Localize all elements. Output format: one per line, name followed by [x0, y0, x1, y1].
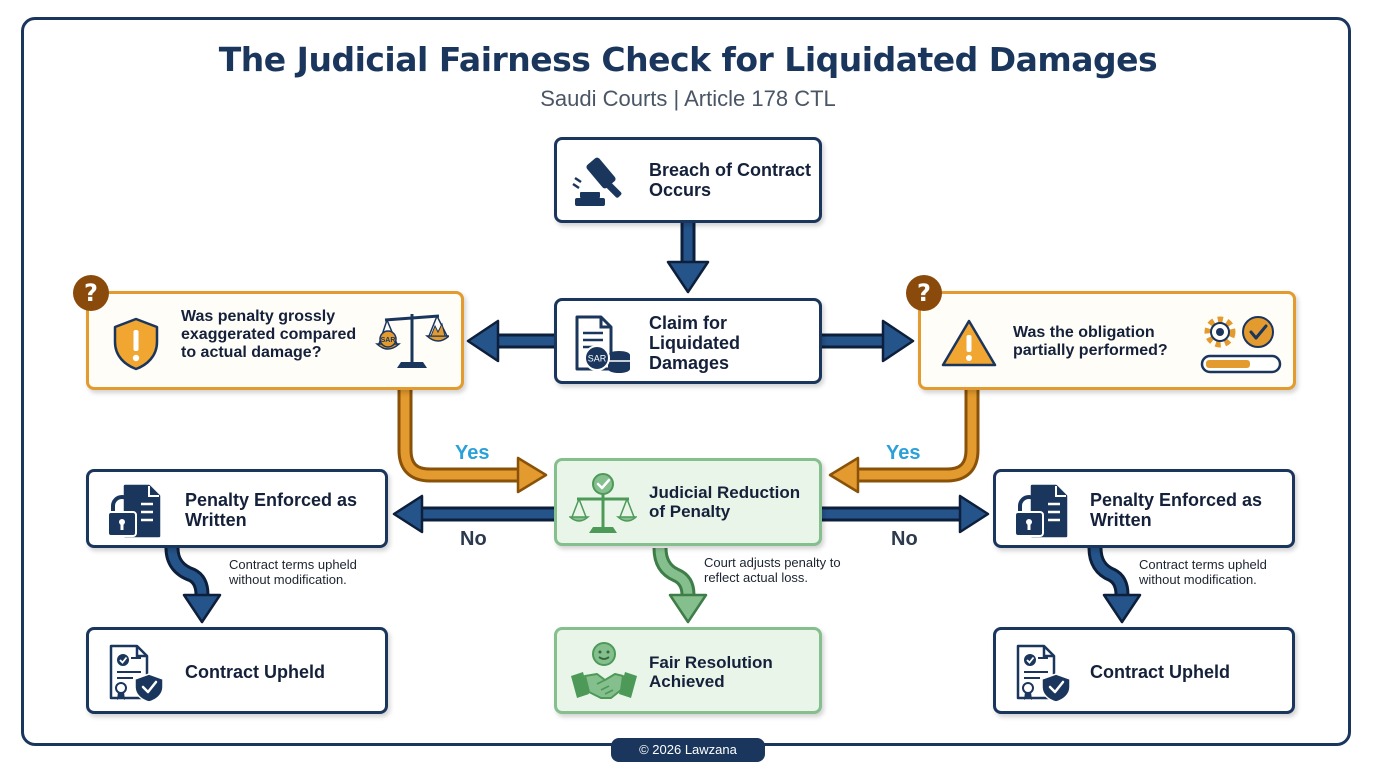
node-judicial-reduction: Judicial Reduction of Penalty: [554, 458, 822, 546]
certificate-shield-icon: [1016, 644, 1071, 703]
node-penalty-enforced-right: Penalty Enforced as Written: [993, 469, 1295, 548]
arrow-no-left: [392, 494, 555, 534]
note-upheld-right: Contract terms upheld without modificati…: [1139, 557, 1267, 588]
node-fair-resolution: Fair Resolution Achieved: [554, 627, 822, 714]
question-badge-left: ?: [73, 275, 109, 311]
node-claim: SAR Claim for Liquidated Damages: [554, 298, 822, 384]
node-contract-upheld-left: Contract Upheld: [86, 627, 388, 714]
arrow-reduction-to-fair: [652, 547, 708, 624]
arrow-enforced-to-upheld-left: [164, 547, 222, 624]
arrow-enforced-to-upheld-right: [1087, 547, 1142, 624]
node-contract-upheld-left-label: Contract Upheld: [185, 662, 326, 682]
warning-triangle-icon: [941, 319, 997, 367]
node-penalty-enforced-right-label: Penalty Enforced as Written: [1090, 490, 1263, 531]
node-fair-resolution-label: Fair Resolution Achieved: [649, 653, 773, 692]
node-judicial-reduction-label: Judicial Reduction of Penalty: [649, 483, 801, 522]
diagram-title: The Judicial Fairness Check for Liquidat…: [218, 40, 1158, 79]
node-breach: Breach of Contract Occurs: [554, 137, 822, 223]
claim-sar-tag: SAR: [588, 354, 607, 364]
question-badge-right: ?: [906, 275, 942, 311]
edge-label-no-right: No: [891, 528, 918, 550]
handshake-icon: [571, 642, 637, 699]
node-question-partial-label: Was the obligation partially performed?: [1013, 324, 1168, 359]
node-contract-upheld-right: Contract Upheld: [993, 627, 1295, 714]
certificate-shield-icon: [109, 644, 164, 703]
diagram-subtitle: Saudi Courts | Article 178 CTL: [540, 86, 836, 111]
balance-scale-icon: SAR: [375, 314, 449, 368]
arrow-claim-to-question-left: [466, 319, 555, 363]
warning-shield-icon: [113, 317, 159, 371]
node-penalty-enforced-left: Penalty Enforced as Written: [86, 469, 388, 548]
edge-label-yes-right: Yes: [886, 442, 921, 464]
gear-progress-icon: [1200, 316, 1282, 374]
node-breach-label: Breach of Contract Occurs: [649, 160, 812, 201]
arrow-yes-right: [828, 390, 980, 494]
balance-scale-check-icon: [569, 473, 637, 533]
node-question-exaggerated: Was penalty grossly exaggerated compared…: [86, 291, 464, 390]
node-question-partial: Was the obligation partially performed?: [918, 291, 1296, 390]
node-contract-upheld-right-label: Contract Upheld: [1090, 662, 1231, 682]
locked-document-icon: [1014, 484, 1068, 538]
arrow-no-right: [822, 494, 990, 534]
arrow-breach-to-claim: [666, 222, 710, 294]
locked-document-icon: [107, 484, 161, 538]
edge-label-no-left: No: [460, 528, 487, 550]
note-reduction: Court adjusts penalty to reflect actual …: [704, 555, 841, 586]
gavel-icon: [572, 157, 622, 206]
node-penalty-enforced-left-label: Penalty Enforced as Written: [185, 490, 358, 531]
edge-label-yes-left: Yes: [455, 442, 490, 464]
note-upheld-left: Contract terms upheld without modificati…: [229, 557, 357, 588]
arrow-yes-left: [397, 390, 548, 494]
document-coins-icon: SAR: [575, 315, 630, 373]
footer-copyright: © 2026 Lawzana: [611, 738, 765, 762]
node-claim-label: Claim for Liquidated Damages: [649, 313, 740, 374]
node-question-exaggerated-label: Was penalty grossly exaggerated compared…: [181, 308, 357, 361]
arrow-claim-to-question-right: [822, 319, 915, 363]
scale-sar-tag: SAR: [381, 337, 396, 344]
